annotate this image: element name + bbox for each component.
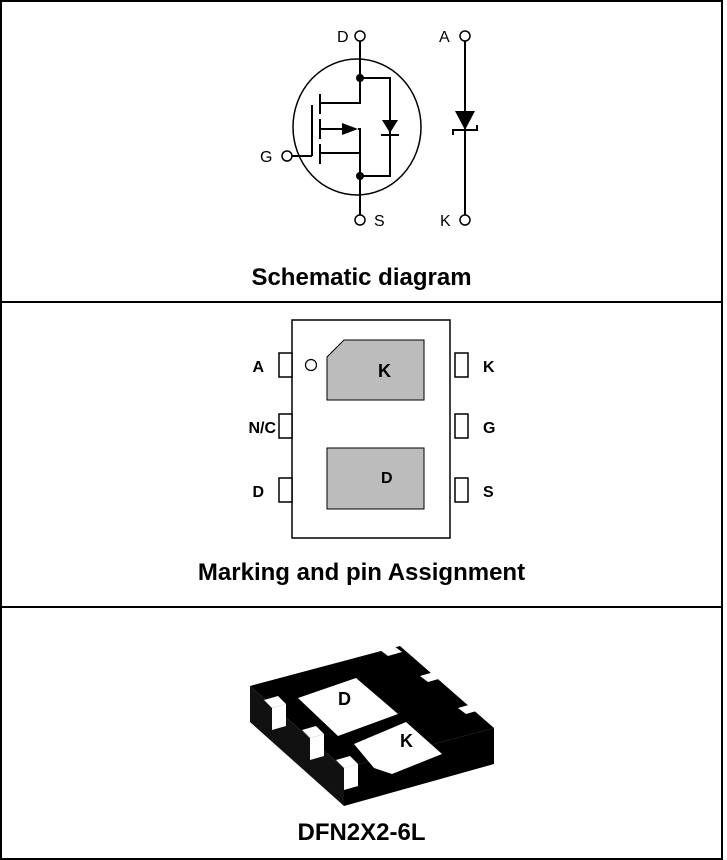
pad-top-k: [326, 339, 425, 401]
lead-front-2-side: [310, 734, 324, 760]
schematic-diagram: D G S A K: [260, 29, 478, 230]
lead-back-2: [420, 672, 442, 682]
source-terminal: [354, 214, 366, 226]
body-diode-loop: [360, 77, 391, 177]
pin-tab-right-2: [454, 413, 469, 439]
body-diode-triangle: [382, 120, 398, 133]
exposed-pad-d-label: D: [338, 689, 351, 709]
pin-tab-left-2: [278, 413, 293, 439]
pin1-marker-icon: [304, 358, 318, 372]
pin-tab-right-3: [454, 477, 469, 503]
schematic-panel: D G S A K Schematic diagram: [0, 0, 723, 303]
pad-bottom-label: D: [381, 470, 393, 487]
source-label: S: [374, 213, 385, 230]
cathode-label: K: [440, 213, 451, 230]
lead-front-1-top: [264, 696, 286, 708]
package-right-side: [344, 728, 494, 806]
body-connection: [358, 128, 361, 176]
lead-front-3-top: [336, 756, 358, 768]
schematic-caption: Schematic diagram: [251, 264, 472, 291]
package-panel: D K DFN2X2-6L: [0, 606, 723, 860]
lead-front-3-side: [344, 764, 358, 790]
diode-cathode-bar: [452, 125, 478, 135]
cathode-terminal: [459, 214, 471, 226]
lead-front-2-top: [302, 726, 324, 738]
left-pin-label-1: A: [252, 359, 264, 376]
pad-top-label: K: [378, 361, 391, 381]
pin-tab-left-3: [278, 477, 293, 503]
lead-front-1-side: [272, 704, 286, 730]
lead-back-1: [380, 646, 402, 656]
marking-panel: K D A N/C D K G S Marking and pin Assign…: [0, 301, 723, 608]
exposed-pad-k: [354, 722, 442, 774]
left-pin-label-2: N/C: [248, 420, 276, 437]
gate-label: G: [260, 149, 272, 166]
left-pin-label-3: D: [252, 484, 264, 501]
exposed-pad-k-label: K: [400, 731, 413, 751]
package-3d-drawing: D K: [250, 646, 494, 806]
package-caption: DFN2X2-6L: [297, 819, 426, 846]
body-arrow: [342, 123, 358, 135]
pin-tab-right-1: [454, 352, 469, 378]
drain-label: D: [337, 29, 349, 46]
anode-terminal: [459, 30, 471, 42]
drain-terminal: [354, 30, 366, 42]
pin-assignment-diagram: K D A N/C D K G S: [248, 319, 495, 539]
right-pin-label-2: G: [483, 420, 495, 437]
drain-connection: [320, 78, 361, 104]
pin-tab-left-1: [278, 352, 293, 378]
marking-caption: Marking and pin Assignment: [197, 559, 526, 586]
right-pin-label-3: S: [483, 484, 494, 501]
diode-triangle: [455, 111, 475, 130]
exposed-pad-d: [298, 678, 398, 736]
lead-back-3: [458, 704, 480, 714]
right-pin-label-1: K: [483, 359, 495, 376]
mosfet-body-circle: [292, 58, 422, 196]
gate-terminal: [281, 150, 293, 162]
pad-bottom-d: [326, 447, 425, 510]
anode-label: A: [439, 29, 450, 46]
